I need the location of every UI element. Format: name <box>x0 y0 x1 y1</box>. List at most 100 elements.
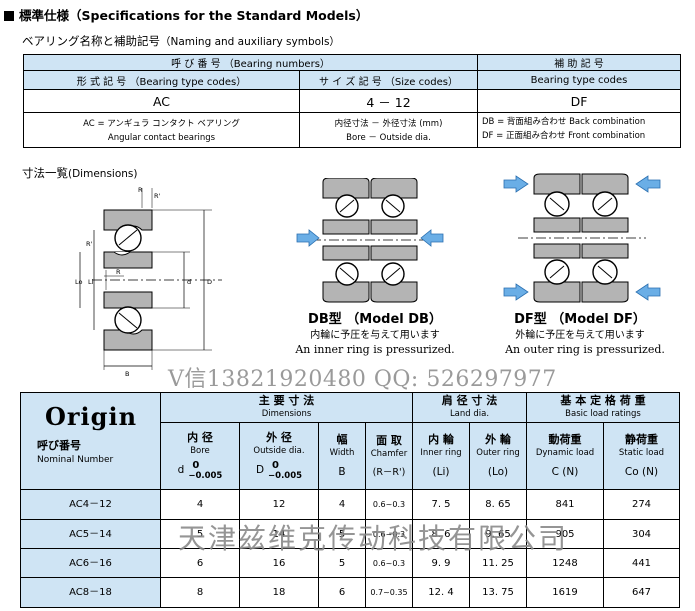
col-outside-dia: 外 径 Outside dia. D 0−0.005 <box>239 422 319 490</box>
aux-description: DB = 背面組み合わせ Back combination DF = 正面組み合… <box>477 112 681 148</box>
row-lo: 8. 65 <box>469 489 527 520</box>
row-width: 4 <box>318 489 366 520</box>
col-od-jp: 外 径 <box>266 430 292 444</box>
aux-description-db: DB = 背面組み合わせ Back combination <box>482 117 646 127</box>
label-D: D <box>207 278 212 286</box>
row-lo: 13. 75 <box>469 577 527 608</box>
arrow-left-icon <box>635 175 661 193</box>
naming-heading-jp: ベアリング名称と補助記号 <box>22 34 160 48</box>
naming-heading: ベアリング名称と補助記号（Naming and auxiliary symbol… <box>22 33 340 49</box>
arrow-right-icon <box>296 229 320 247</box>
land-dia-header: 肩 径 寸 法 Land dia. <box>412 392 527 423</box>
arrow-left-icon <box>420 229 444 247</box>
col-inner-ring: 内 輪 Inner ring (Li) <box>412 422 470 490</box>
nominal-en: Nominal Number <box>37 455 114 465</box>
df-caption-en-wrap: An outer ring is pressurized. <box>495 343 675 356</box>
col-stat-symbol: Co (N) <box>624 465 659 478</box>
df-type-label: DF型 （Model DF） <box>514 312 646 327</box>
bore-tol-upper: 0 <box>192 459 200 471</box>
row-li: 7. 5 <box>412 489 470 520</box>
type-description-en: Angular contact bearings <box>107 133 216 143</box>
od-tolerance: 0−0.005 <box>268 460 302 482</box>
row-name: AC8－18 <box>20 577 161 608</box>
size-description-en: Bore － Outside dia. <box>346 133 431 143</box>
label-r-prime-top: R' <box>154 192 161 200</box>
col-width-jp: 幅 <box>336 432 348 446</box>
section-title-en: （Specifications for the Standard Models） <box>69 8 369 23</box>
row-bore: 4 <box>160 489 240 520</box>
bore-symbol-tol: d 0−0.005 <box>178 460 223 482</box>
db-pair-drawing <box>296 178 444 303</box>
col-outer-symbol: (Lo) <box>487 465 509 478</box>
row-od: 18 <box>239 577 319 608</box>
size-description-jp: 内径寸法 － 外径寸法 (mm) <box>334 119 443 129</box>
row-li: 12. 4 <box>412 577 470 608</box>
df-pair-drawing <box>503 173 661 303</box>
dimensions-heading: 寸法一覧(Dimensions) <box>22 165 137 181</box>
size-description: 内径寸法 － 外径寸法 (mm) Bore － Outside dia. <box>299 112 478 148</box>
row-bore: 8 <box>160 577 240 608</box>
main-dimensions-jp: 主 要 寸 法 <box>258 394 315 407</box>
row-name: AC5－14 <box>20 519 161 549</box>
label-li: Li <box>88 278 94 286</box>
col-outer-en: Outer ring <box>476 447 520 458</box>
col-dynamic-load: 動荷重 Dynamic load C (N) <box>526 422 604 490</box>
row-od: 12 <box>239 489 319 520</box>
df-description-en: An outer ring is pressurized. <box>505 343 665 356</box>
size-value: 4 － 12 <box>299 89 478 113</box>
aux-value: DF <box>477 89 681 113</box>
col-bore-jp: 内 径 <box>187 430 213 444</box>
type-description-jp: AC = アンギュラ コンタクト ベアリング <box>83 119 240 129</box>
col-width-symbol: B <box>338 465 346 478</box>
od-tol-lower: −0.005 <box>268 470 303 481</box>
col-dyn-en: Dynamic load <box>535 447 595 458</box>
label-r-left: R <box>116 268 121 276</box>
row-lo: 11. 25 <box>469 548 527 578</box>
row-bore: 5 <box>160 519 240 549</box>
dimensions-heading-en: (Dimensions) <box>68 168 138 180</box>
row-chamfer: 0.6~0.3 <box>365 489 413 520</box>
arrow-left-icon <box>635 283 661 301</box>
dimensions-heading-jp: 寸法一覧 <box>22 166 68 180</box>
arrow-right-icon <box>503 175 529 193</box>
row-static: 647 <box>603 577 680 608</box>
col-inner-symbol: (Li) <box>432 465 450 478</box>
col-stat-en: Static load <box>618 447 665 458</box>
col-bore-symbol: d <box>177 464 185 476</box>
col-outer-ring: 外 輪 Outer ring (Lo) <box>469 422 527 490</box>
col-outer-jp: 外 輪 <box>485 432 511 446</box>
row-name: AC6－16 <box>20 548 161 578</box>
col-dyn-symbol: C (N) <box>551 465 579 478</box>
size-codes-header: サ イ ズ 記 号 （Size codes） <box>299 70 478 90</box>
row-od: 14 <box>239 519 319 549</box>
label-lo: Lo <box>75 278 83 286</box>
db-description-jp: 内輪に予圧を与えて用います <box>310 330 440 341</box>
main-dimensions-en: Dimensions <box>261 409 312 419</box>
col-width: 幅 Width B <box>318 422 366 490</box>
origin-logo: Origin <box>45 402 138 431</box>
db-description-en: An inner ring is pressurized. <box>295 343 455 356</box>
label-r-top: R <box>138 186 143 194</box>
row-li: 8. 6 <box>412 519 470 549</box>
col-od-symbol: D <box>255 464 265 476</box>
db-type-label: DB型 （Model DB） <box>308 312 442 327</box>
bore-tolerance: 0−0.005 <box>188 460 222 482</box>
main-dimensions-header: 主 要 寸 法 Dimensions <box>160 392 413 423</box>
watermark-company: 天津兹维克传动科技有限公司 <box>178 522 569 555</box>
aux-description-df: DF = 正面組み合わせ Front combination <box>482 131 646 141</box>
col-od-en: Outside dia. <box>253 445 305 456</box>
col-inner-jp: 内 輪 <box>428 432 454 446</box>
load-ratings-en: Basic load ratings <box>565 409 641 419</box>
col-chamfer: 面 取 Chamfer (R－R') <box>365 422 413 490</box>
db-caption-jp-wrap: 内輪に予圧を与えて用います <box>290 326 460 341</box>
aux-type-codes-header: Bearing type codes <box>477 70 681 90</box>
df-caption-jp-wrap: 外輪に予圧を与えて用います <box>495 326 665 341</box>
land-dia-jp: 肩 径 寸 法 <box>441 394 498 407</box>
bore-tol-lower: −0.005 <box>188 470 223 481</box>
row-li: 9. 9 <box>412 548 470 578</box>
col-inner-en: Inner ring <box>420 447 462 458</box>
row-dynamic: 1619 <box>526 577 604 608</box>
df-caption: DF型 （Model DF） <box>505 308 655 327</box>
row-dynamic: 841 <box>526 489 604 520</box>
row-dynamic: 905 <box>526 519 604 549</box>
